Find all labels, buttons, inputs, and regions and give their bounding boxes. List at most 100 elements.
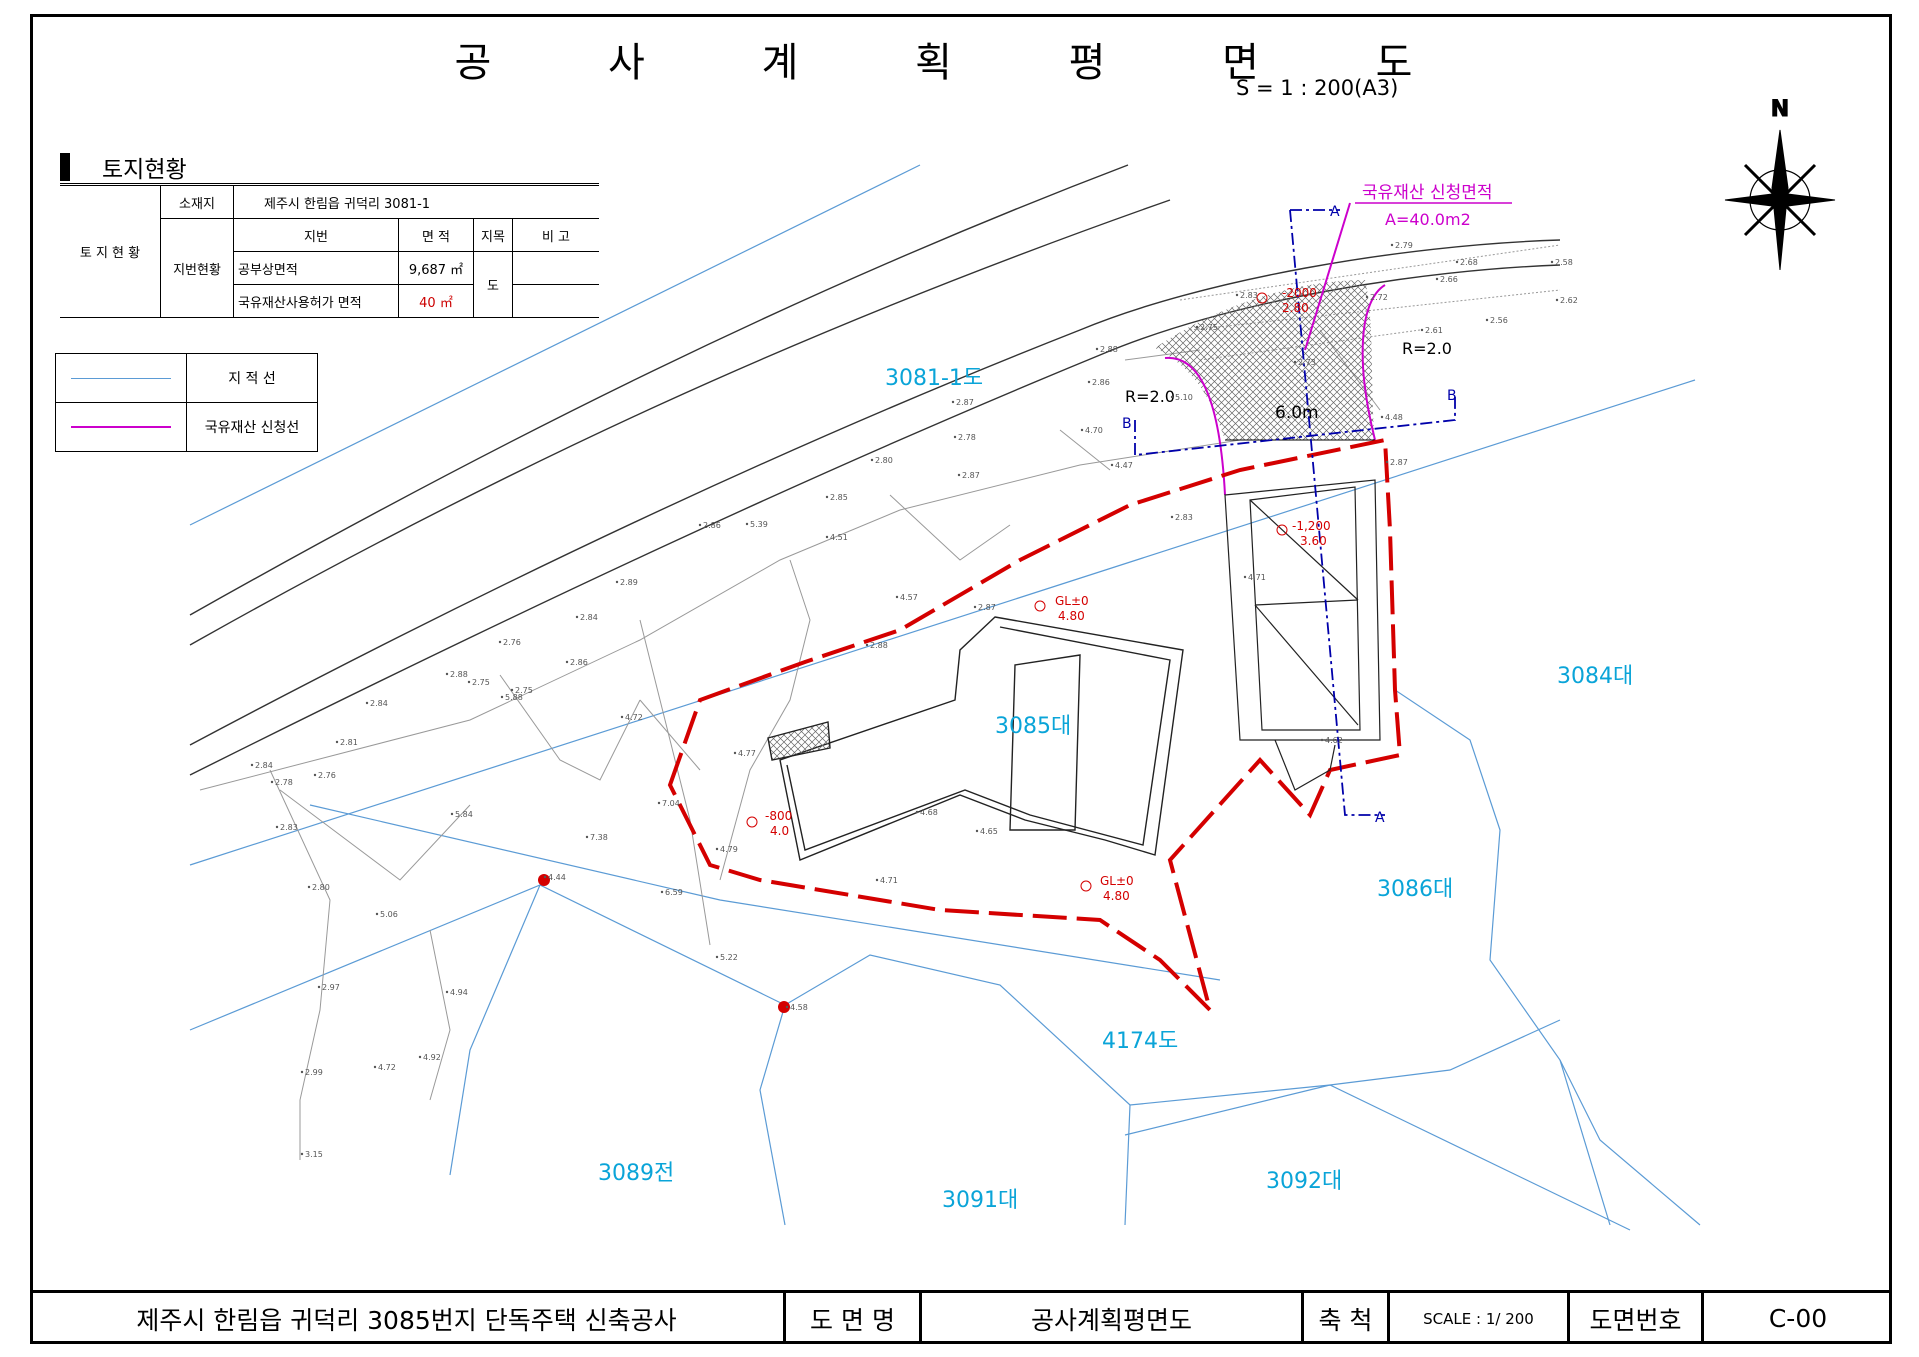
spot-height: 3.15 [305,1150,323,1159]
building-inner-outline [786,626,1171,851]
spot-height: 6.59 [665,888,683,897]
spot-height: 2.88 [870,641,888,650]
spot-height-point [450,812,454,816]
legend: 지 적 선 국유재산 신청선 [55,353,318,452]
level-markers: -2000 2.80 -1,200 3.60 GL±0 4.80 -800 4.… [765,286,1331,903]
land-status-row-header: 토 지 현 황 [60,184,161,318]
survey-line-1 [199,439,1241,791]
spot-height: 7.38 [590,833,608,842]
parking-stair [1274,739,1336,791]
spot-height: 4.58 [790,1003,808,1012]
spot-height: 5.88 [505,693,523,702]
title-block: 제주시 한림읍 귀덕리 3085번지 단독주택 신축공사 도 면 명 공사계획평… [30,1290,1892,1344]
survey-line-3 [279,789,471,881]
lot-status-label: 지번현황 [160,218,234,318]
spot-height: 2.84 [580,613,598,622]
spot-height: 4.70 [1085,426,1103,435]
survey-line-8 [429,929,451,1101]
spot-height-point [1080,428,1084,432]
location-label: 소재지 [160,184,234,219]
cadastral-lines [189,164,1701,1231]
title-block-name-value: 공사계획평면도 [922,1293,1304,1344]
curb-line-2 [189,199,1171,646]
parking-inner [1249,486,1361,731]
level-3-bottom: 4.80 [1058,609,1085,623]
title-block-name-label: 도 면 명 [786,1293,922,1344]
cadastral-road-south [189,884,1631,1231]
spot-height: 2.87 [1390,458,1408,467]
spot-height-point [1195,325,1199,329]
category-value: 도 [473,251,513,318]
application-line-left [1164,356,1226,496]
spot-height: 2.66 [1440,275,1458,284]
spot-height-point [1420,328,1424,332]
spot-height: 2.73 [1298,358,1316,367]
cadastral-3084-3086 [1394,689,1701,1226]
spot-height: 4.79 [720,845,738,854]
parcel-3085: 3085대 [995,714,1071,739]
contour-1 [1179,244,1561,301]
spot-height: 2.61 [1425,326,1443,335]
spot-height: 4.65 [980,827,998,836]
spot-height-point [373,1065,377,1069]
spot-height-point [317,985,321,989]
col-note: 비 고 [512,218,599,252]
spot-height: 2.88 [450,670,468,679]
spot-height: 2.80 [312,883,330,892]
spot-height: 2.62 [1560,296,1578,305]
spot-height: 2.83 [1175,513,1193,522]
level-3-top: GL±0 [1055,594,1089,608]
survey-point-2 [778,1001,790,1013]
spot-height: 2.83 [280,823,298,832]
spot-height-point [313,773,317,777]
north-arrow: N [1724,97,1836,271]
spot-height: 4.48 [1385,413,1403,422]
spot-height-point [951,400,955,404]
land-status-heading: 토지현황 [60,150,187,184]
building-3085 [767,616,1184,861]
spot-height-point [957,473,961,477]
spot-height-point [300,1070,304,1074]
title-block-project: 제주시 한림읍 귀덕리 3085번지 단독주택 신축공사 [30,1293,786,1344]
legend-application-label: 국유재산 신청선 [186,402,318,452]
spot-height-point [1243,575,1247,579]
spot-height-point [1380,415,1384,419]
building-wing [1009,654,1081,831]
spot-height-point [875,878,879,882]
spot-height: 2.76 [503,638,521,647]
parcel-4174: 4174도 [1102,1029,1178,1054]
spot-height-point [1435,277,1439,281]
spot-height-point [1485,318,1489,322]
cadastral-3089-west [449,884,541,1176]
section-lines [1134,209,1456,816]
spot-height-point [657,801,661,805]
spot-height: 4.72 [378,1063,396,1072]
location-value: 제주시 한림읍 귀덕리 3081-1 [233,184,599,219]
survey-line-6 [719,559,811,881]
cadastral-upper [189,164,921,526]
curb-line-3 [189,239,1561,746]
spot-height: 2.85 [830,493,848,502]
spot-height: 4.71 [1248,573,1266,582]
spot-height-point [445,672,449,676]
parking-divider [1254,599,1359,606]
spot-height-point [1365,295,1369,299]
spot-height: 2.78 [958,433,976,442]
col-category: 지목 [473,218,513,252]
parcel-3084: 3084대 [1557,664,1633,689]
spot-height-point [825,495,829,499]
cadastral-3092-north [1124,1019,1561,1136]
parking-structure [1224,479,1381,791]
spot-height-point [300,1152,304,1156]
spot-height-point [445,990,449,994]
drawing-title: 공 사 계 획 평 면 도 [454,40,1465,86]
cadastral-3092-west [1124,1104,1131,1226]
spot-height: 4.68 [920,808,938,817]
spot-height-point [975,829,979,833]
spot-height: 2.83 [1240,291,1258,300]
level-1-bottom: 2.80 [1282,301,1309,315]
spot-height: 4.44 [548,873,566,882]
section-b [1134,395,1456,457]
row1-note [512,251,599,285]
